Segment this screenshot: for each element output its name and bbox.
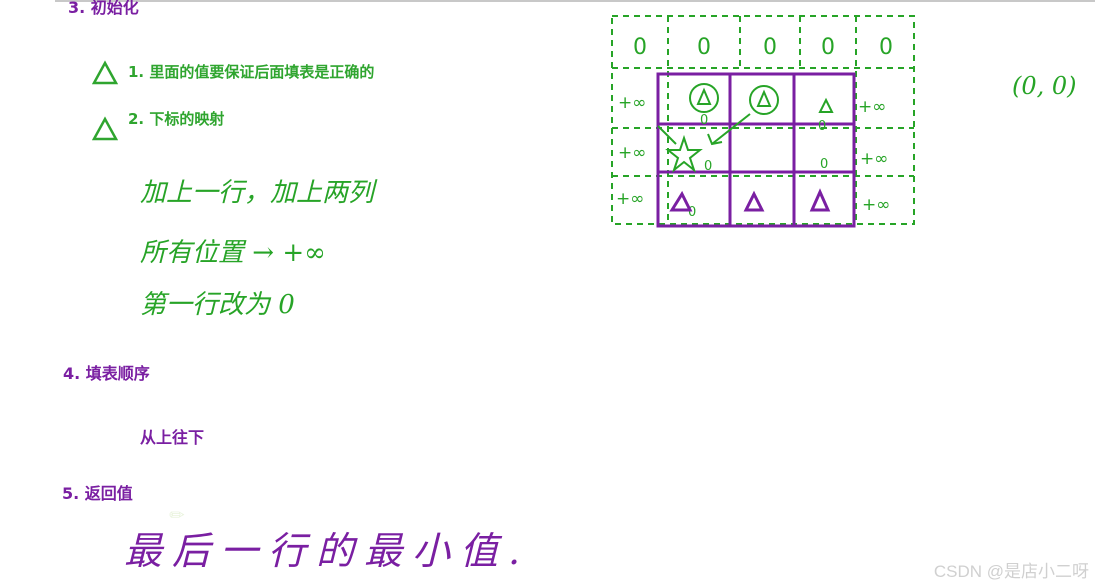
section-5-heading: 5. 返回值 [62,484,133,503]
dp-grid-sketch: 0 0 0 0 0 +∞ +∞ +∞ +∞ +∞ +∞ 0 0 0 0 0 [611,15,915,228]
grid-inf-left-3: +∞ [616,189,644,209]
section-4-heading: 4. 填表顺序 [63,364,150,383]
grid-small-zero-2: 0 [818,119,826,134]
grid-small-zero-1: 0 [700,113,708,128]
grid-top-0: 0 [633,35,647,60]
grid-inf-left-1: +∞ [618,93,646,113]
handwritten-coord: (0, 0) [1012,72,1077,100]
grid-inf-right-2: +∞ [860,149,888,169]
handwritten-note-1: 加上一行，加上两列 [140,178,375,208]
grid-top-3: 0 [821,35,835,60]
grid-small-zero-3: 0 [820,157,828,172]
handwritten-note-3: 第一行改为 0 [140,290,295,320]
grid-top-2: 0 [763,35,777,60]
handwritten-note-2: 所有位置 → +∞ [140,238,326,268]
init-item-1: 1. 里面的值要保证后面填表是正确的 [128,63,375,81]
grid-small-zero-4: 0 [704,159,712,174]
init-item-2: 2. 下标的映射 [128,110,225,128]
grid-inf-left-2: +∞ [618,143,646,163]
grid-top-1: 0 [697,35,711,60]
grid-inf-right-1: +∞ [858,97,886,117]
top-divider [55,0,1095,2]
grid-top-4: 0 [879,35,893,60]
handwritten-answer: 最后一行的最小值. [124,529,531,573]
csdn-watermark: CSDN @是店小二呀 [933,562,1089,581]
section-3-heading: 3. 初始化 [68,0,139,17]
triangle-bullet-icon [92,116,118,141]
fill-order-text: 从上往下 [140,428,205,447]
grid-inf-right-3: +∞ [862,195,890,215]
triangle-bullet-icon [92,60,118,85]
grid-small-zero-5: 0 [688,205,696,220]
